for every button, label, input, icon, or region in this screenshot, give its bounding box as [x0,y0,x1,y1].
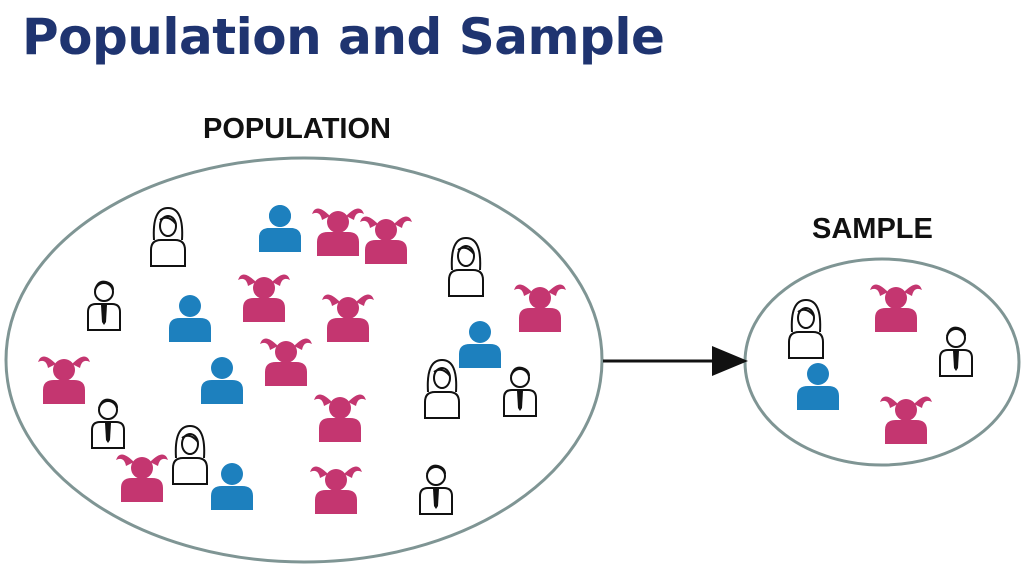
sample-label: SAMPLE [812,213,933,245]
pink-person-icon [870,284,922,332]
pink-person-icon [314,394,366,442]
man-person-icon [91,398,125,449]
woman-person-icon [172,424,208,485]
pink-person-icon [312,208,364,256]
blue-person-icon [259,205,301,252]
woman-person-icon [788,298,824,359]
blue-person-icon [169,295,211,342]
population-people [38,205,566,515]
pink-person-icon [116,454,168,502]
pink-person-icon [880,396,932,444]
pink-person-icon [38,356,90,404]
page-title: Population and Sample [22,8,665,66]
blue-person-icon [797,363,839,410]
pink-person-icon [310,466,362,514]
man-person-icon [87,280,121,331]
blue-person-icon [211,463,253,510]
woman-person-icon [448,236,484,297]
blue-person-icon [201,357,243,404]
population-ellipse [4,156,604,564]
man-person-icon [939,326,973,377]
blue-person-icon [459,321,501,368]
man-person-icon [503,366,537,417]
woman-person-icon [150,206,186,267]
pink-person-icon [514,284,566,332]
pink-person-icon [322,294,374,342]
woman-person-icon [424,358,460,419]
pink-person-icon [260,338,312,386]
sample-people [788,284,973,444]
pink-person-icon [238,274,290,322]
population-label: POPULATION [203,113,391,145]
man-person-icon [419,464,453,515]
pink-person-icon [360,216,412,264]
